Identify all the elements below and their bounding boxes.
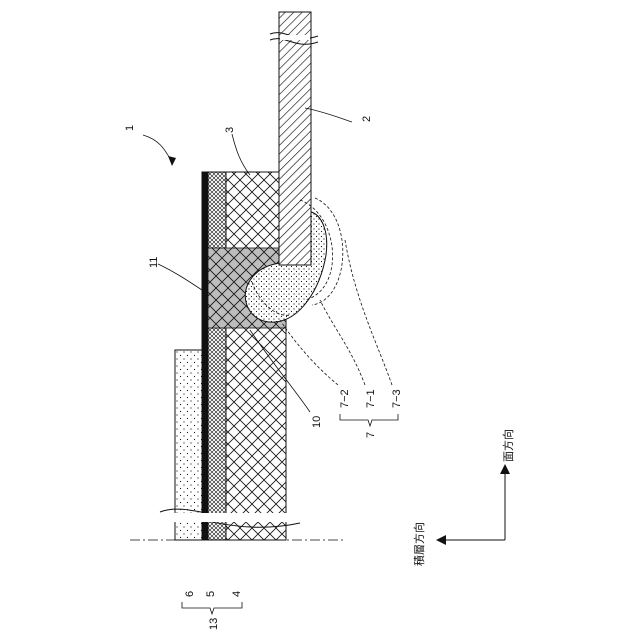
- label-1: 1: [124, 125, 136, 131]
- label-7-3: 7−3: [391, 389, 403, 408]
- label-5: 5: [205, 591, 217, 597]
- leader-7-3: [345, 240, 392, 385]
- layer-5: [202, 172, 208, 540]
- label-11: 11: [148, 257, 160, 268]
- leader-1: [143, 135, 172, 162]
- label-7: 7: [365, 432, 377, 438]
- label-7-1: 7−1: [365, 389, 377, 408]
- planar-direction-label: 面方向: [501, 429, 515, 462]
- label-4: 4: [231, 591, 243, 597]
- layer-4: [208, 172, 226, 540]
- brace-7: [340, 414, 398, 426]
- leader-7-1: [320, 300, 365, 385]
- stacking-direction-label: 積層方向: [412, 522, 426, 566]
- brace-13: [182, 602, 242, 614]
- leader-3: [232, 134, 250, 175]
- label-10: 10: [311, 416, 323, 428]
- label-13: 13: [208, 618, 220, 630]
- label-7-2: 7−2: [339, 389, 351, 408]
- label-6: 6: [184, 591, 196, 597]
- layer-3: [226, 172, 286, 540]
- label-3: 3: [224, 127, 236, 133]
- label-2: 2: [361, 116, 373, 122]
- leader-11: [158, 264, 208, 294]
- leader-7-2: [280, 320, 338, 385]
- leader-2: [305, 108, 352, 122]
